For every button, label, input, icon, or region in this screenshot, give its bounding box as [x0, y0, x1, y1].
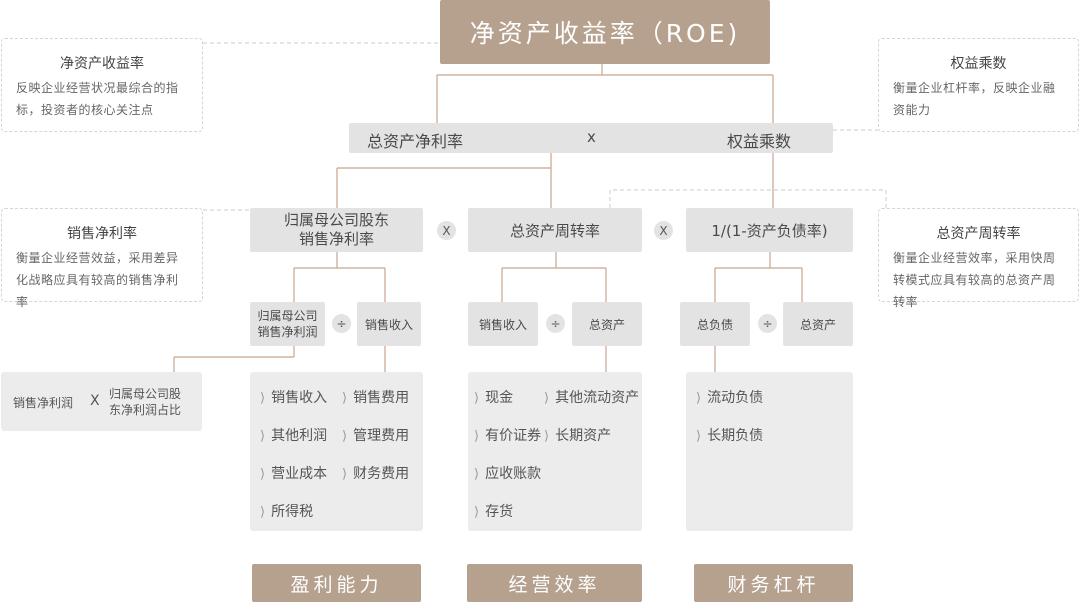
- total-assets-label-2: 总资产: [799, 317, 836, 332]
- total-assets-box-1: 总资产: [572, 302, 642, 346]
- divide-sign-profit: ÷: [332, 314, 351, 333]
- parent-net-margin-label: 归属母公司股东 销售净利率: [283, 211, 389, 248]
- return-on-assets-label: 总资产净利率: [367, 132, 464, 151]
- note-roe-title: 净资产收益率: [60, 56, 144, 72]
- chevron-right-icon: ⟩: [260, 467, 266, 482]
- category-profitability-label: 盈利能力: [290, 573, 383, 596]
- total-assets-box-2: 总资产: [783, 302, 853, 346]
- chevron-right-icon: ⟩: [474, 429, 480, 444]
- total-assets-label-1: 总资产: [588, 317, 625, 332]
- parent-net-profit-box: 归属母公司 销售净利润: [250, 302, 325, 346]
- list-item: ⟩销售费用: [342, 390, 410, 406]
- category-profitability: 盈利能力: [252, 564, 421, 602]
- level2-multiply-sign-2: X: [654, 221, 673, 240]
- side-formula-box: 销售净利润 X 归属母公司股 东净利润占比: [1, 372, 202, 431]
- profit-items-panel: ⟩销售收入 ⟩销售费用 ⟩其他利润 ⟩管理费用 ⟩营业成本 ⟩财务费用 ⟩所得税: [250, 372, 423, 531]
- list-item: ⟩所得税: [260, 504, 314, 520]
- list-item: ⟩长期负债: [696, 428, 764, 444]
- roe-title-box: 净资产收益率（ROE): [440, 0, 770, 64]
- sales-revenue-box-1: 销售收入: [357, 302, 421, 346]
- chevron-right-icon: ⟩: [342, 467, 348, 482]
- list-item: ⟩有价证券: [474, 428, 542, 444]
- chevron-right-icon: ⟩: [696, 429, 702, 444]
- list-item: ⟩管理费用: [342, 428, 410, 444]
- list-item: ⟩其他利润: [260, 428, 328, 444]
- list-item: ⟩财务费用: [342, 466, 410, 482]
- note-equity-multiplier-title: 权益乘数: [950, 56, 1007, 72]
- note-net-margin-desc: 衡量企业经营效益，采用差异化战略应具有较高的销售净利率: [16, 251, 179, 309]
- sales-revenue-label-1: 销售收入: [364, 317, 413, 332]
- chevron-right-icon: ⟩: [544, 429, 550, 444]
- chevron-right-icon: ⟩: [342, 429, 348, 444]
- total-liabilities-label: 总负债: [696, 317, 733, 332]
- chevron-right-icon: ⟩: [260, 505, 266, 520]
- divide-sign-leverage: ÷: [758, 314, 777, 333]
- chevron-right-icon: ⟩: [544, 391, 550, 406]
- note-asset-turnover: 总资产周转率 衡量企业经营效率，采用快周转模式应具有较高的总资产周转率: [878, 208, 1079, 309]
- chevron-right-icon: ⟩: [474, 391, 480, 406]
- list-item: ⟩营业成本: [260, 466, 328, 482]
- chevron-right-icon: ⟩: [342, 391, 348, 406]
- equity-multiplier-label: 权益乘数: [727, 132, 792, 151]
- list-item: ⟩销售收入: [260, 390, 328, 406]
- category-leverage: 财务杠杆: [694, 564, 853, 602]
- parent-net-margin-box: 归属母公司股东 销售净利率: [250, 208, 423, 252]
- chevron-right-icon: ⟩: [260, 391, 266, 406]
- sales-revenue-box-2: 销售收入: [468, 302, 538, 346]
- note-net-margin-title: 销售净利率: [67, 226, 137, 242]
- sales-revenue-label-2: 销售收入: [478, 317, 527, 332]
- leverage-formula-label: 1/(1-资产负债率): [711, 221, 828, 240]
- level1-bar: 总资产净利率 x 权益乘数: [349, 123, 833, 153]
- side-multiply-sign: X: [90, 393, 100, 409]
- category-leverage-label: 财务杠杆: [727, 573, 820, 596]
- leverage-items-panel: ⟩流动负债 ⟩长期负债: [686, 372, 853, 531]
- level1-multiply-sign: x: [587, 128, 596, 146]
- list-item: ⟩现金: [474, 390, 514, 406]
- category-efficiency-label: 经营效率: [508, 573, 601, 596]
- list-item: ⟩长期资产: [544, 428, 612, 444]
- note-asset-turnover-title: 总资产周转率: [936, 226, 1021, 242]
- category-efficiency: 经营效率: [467, 564, 642, 602]
- parent-profit-ratio-label: 归属母公司股 东净利润占比: [109, 387, 182, 417]
- leverage-formula-box: 1/(1-资产负债率): [686, 208, 853, 252]
- list-item: ⟩其他流动资产: [544, 390, 640, 406]
- asset-turnover-label: 总资产周转率: [509, 221, 600, 240]
- chevron-right-icon: ⟩: [260, 429, 266, 444]
- chevron-right-icon: ⟩: [696, 391, 702, 406]
- net-profit-label: 销售净利润: [13, 396, 74, 410]
- level2-multiply-sign-1: X: [437, 221, 456, 240]
- list-item: ⟩应收账款: [474, 466, 542, 482]
- divide-sign-efficiency: ÷: [546, 314, 565, 333]
- note-roe-desc: 反映企业经营状况最综合的指标，投资者的核心关注点: [16, 81, 179, 117]
- list-item: ⟩流动负债: [696, 390, 764, 406]
- note-equity-multiplier-desc: 衡量企业杠杆率，反映企业融资能力: [893, 81, 1056, 117]
- note-asset-turnover-desc: 衡量企业经营效率，采用快周转模式应具有较高的总资产周转率: [893, 251, 1056, 309]
- note-roe: 净资产收益率 反映企业经营状况最综合的指标，投资者的核心关注点: [1, 38, 203, 132]
- roe-title: 净资产收益率（ROE): [469, 19, 741, 48]
- chevron-right-icon: ⟩: [474, 505, 480, 520]
- note-equity-multiplier: 权益乘数 衡量企业杠杆率，反映企业融资能力: [878, 38, 1079, 132]
- list-item: ⟩存货: [474, 504, 514, 520]
- chevron-right-icon: ⟩: [474, 467, 480, 482]
- parent-net-profit-label: 归属母公司 销售净利润: [257, 309, 318, 339]
- efficiency-items-panel: ⟩现金 ⟩其他流动资产 ⟩有价证券 ⟩长期资产 ⟩应收账款 ⟩存货: [468, 372, 642, 531]
- total-liabilities-box: 总负债: [680, 302, 750, 346]
- asset-turnover-box: 总资产周转率: [468, 208, 642, 252]
- note-net-margin: 销售净利率 衡量企业经营效益，采用差异化战略应具有较高的销售净利率: [1, 208, 203, 309]
